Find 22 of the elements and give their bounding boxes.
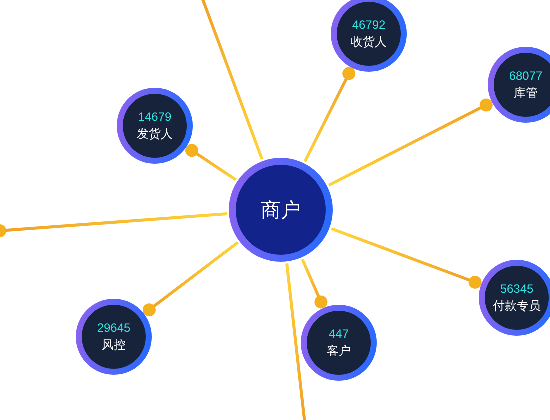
role-label: 库管 <box>514 86 538 101</box>
count-number: 46792 <box>352 18 386 32</box>
connector <box>0 212 228 238</box>
role-label: 风控 <box>102 338 126 353</box>
role-label: 客户 <box>327 344 351 359</box>
connector <box>301 258 328 309</box>
count-number: 56345 <box>500 282 534 296</box>
connector <box>328 98 493 187</box>
role-label: 发货人 <box>137 127 173 142</box>
connector <box>331 227 482 289</box>
hub-label: 商户 <box>261 198 301 222</box>
connector <box>186 144 237 182</box>
connector <box>286 264 306 420</box>
count-number: 447 <box>328 327 350 341</box>
count-number: 68077 <box>509 69 543 83</box>
count-number: 29645 <box>97 321 131 335</box>
connector <box>200 0 264 160</box>
count-number: 14679 <box>138 110 172 124</box>
connector <box>304 67 356 162</box>
role-label: 收货人 <box>351 35 387 50</box>
connector <box>142 242 239 317</box>
role-label: 付款专员 <box>493 299 541 314</box>
